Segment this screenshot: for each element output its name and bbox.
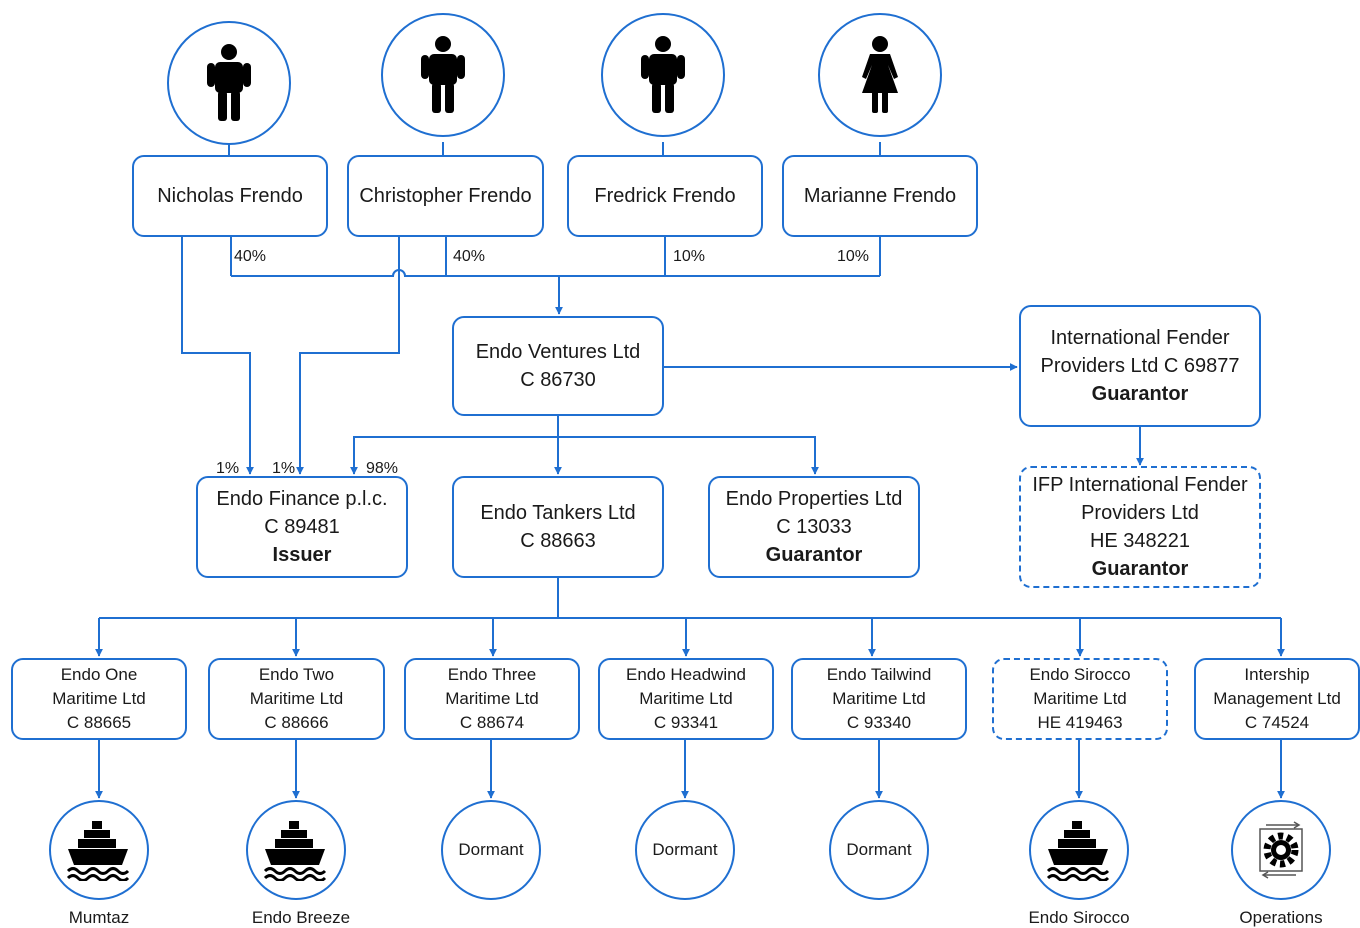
ship-icon <box>1046 821 1110 881</box>
asset-circle-operations <box>1231 800 1331 900</box>
asset-caption-operations: Operations <box>1239 908 1323 927</box>
company-name: Endo Three <box>447 665 537 684</box>
company-number: C 88663 <box>520 530 596 552</box>
company-number: C 93341 <box>653 713 719 732</box>
share-label-finance-christopher: 1% <box>272 460 296 477</box>
subsidiary-box-endo-two: Endo Two Maritime Ltd C 88666 <box>208 658 385 740</box>
company-name: Endo Finance p.l.c. <box>216 488 388 510</box>
share-label-christopher: 40% <box>453 248 486 265</box>
subsidiary-box-endo-headwind: Endo Headwind Maritime Ltd C 93341 <box>598 658 774 740</box>
shareholder-name: Christopher Frendo <box>359 184 532 207</box>
company-name: Endo Properties Ltd <box>725 488 903 510</box>
asset-circle-mumtaz <box>49 800 149 900</box>
share-label-nicholas: 40% <box>234 248 267 265</box>
role-badge: Issuer <box>272 544 332 566</box>
asset-circle-endo-sirocco <box>1029 800 1129 900</box>
company-number: C 88674 <box>459 713 525 732</box>
ship-icon <box>66 821 130 881</box>
company-number: C 74524 <box>1244 713 1310 732</box>
shareholder-box-fredrick: Fredrick Frendo <box>567 155 763 237</box>
company-name: Providers Ltd <box>1081 502 1199 524</box>
ifp-international-box: IFP International Fender Providers Ltd H… <box>1019 466 1261 588</box>
share-label-finance-nicholas: 1% <box>216 460 240 477</box>
company-name-number: Providers Ltd C 69877 <box>1040 355 1240 377</box>
shareholder-box-marianne: Marianne Frendo <box>782 155 978 237</box>
company-number: C 93340 <box>846 713 912 732</box>
company-name: Endo Ventures Ltd <box>475 341 641 363</box>
company-name: Endo Tailwind <box>826 665 932 684</box>
shareholder-box-nicholas: Nicholas Frendo <box>132 155 328 237</box>
role-badge: Guarantor <box>1091 383 1189 405</box>
subsidiary-box-endo-three: Endo Three Maritime Ltd C 88674 <box>404 658 580 740</box>
company-name: Maritime Ltd <box>832 689 926 708</box>
company-name: Maritime Ltd <box>249 689 344 708</box>
shareholder-name: Marianne Frendo <box>803 184 957 207</box>
endo-properties-box: Endo Properties Ltd C 13033 Guarantor <box>708 476 920 578</box>
company-name: Management Ltd <box>1213 689 1341 708</box>
person-avatar-marianne <box>818 13 942 137</box>
company-name: IFP International Fender <box>1032 474 1248 496</box>
endo-ventures-box: Endo Ventures Ltd C 86730 <box>452 316 664 416</box>
company-name: Intership <box>1244 665 1310 684</box>
company-number: C 86730 <box>520 369 596 391</box>
company-number: C 89481 <box>264 516 340 538</box>
company-name: Endo Two <box>258 665 335 684</box>
company-number: HE 348221 <box>1089 530 1191 552</box>
shareholder-box-christopher: Christopher Frendo <box>347 155 544 237</box>
asset-circle-dormant-tailwind: Dormant <box>829 800 929 900</box>
asset-circle-dormant-headwind: Dormant <box>635 800 735 900</box>
man-icon <box>641 36 685 113</box>
role-badge: Guarantor <box>765 544 863 566</box>
shareholder-name: Nicholas Frendo <box>157 184 303 207</box>
company-number: C 88666 <box>264 713 329 732</box>
company-number: C 88665 <box>66 713 132 732</box>
man-icon <box>207 44 251 121</box>
company-name: International Fender <box>1050 327 1230 349</box>
company-number: HE 419463 <box>1037 713 1123 732</box>
company-number: C 13033 <box>776 516 852 538</box>
woman-icon <box>862 36 898 113</box>
asset-circle-endo-breeze <box>246 800 346 900</box>
endo-finance-box: Endo Finance p.l.c. C 89481 Issuer <box>196 476 408 578</box>
asset-circle-dormant-three: Dormant <box>441 800 541 900</box>
company-name: Maritime Ltd <box>1033 689 1127 708</box>
subsidiary-box-endo-sirocco: Endo Sirocco Maritime Ltd HE 419463 <box>992 658 1168 740</box>
person-avatar-nicholas <box>167 21 291 145</box>
person-avatar-christopher <box>381 13 505 137</box>
asset-caption-endo-breeze: Endo Breeze <box>251 908 351 927</box>
asset-caption-mumtaz: Mumtaz <box>68 908 130 927</box>
dormant-label: Dormant <box>458 840 524 859</box>
subsidiary-box-endo-one: Endo One Maritime Ltd C 88665 <box>11 658 187 740</box>
man-icon <box>421 36 465 113</box>
company-name: Maritime Ltd <box>639 689 733 708</box>
asset-caption-endo-sirocco: Endo Sirocco <box>1028 908 1130 927</box>
company-name: Maritime Ltd <box>445 689 539 708</box>
company-name: Maritime Ltd <box>52 689 146 708</box>
company-name: Endo Tankers Ltd <box>480 502 636 524</box>
shareholder-name: Fredrick Frendo <box>594 184 736 207</box>
share-label-marianne: 10% <box>837 248 870 265</box>
ship-icon <box>263 821 327 881</box>
dormant-label: Dormant <box>846 840 912 859</box>
ifp-box: International Fender Providers Ltd C 698… <box>1019 305 1261 427</box>
company-name: Endo Sirocco <box>1029 665 1131 684</box>
endo-tankers-box: Endo Tankers Ltd C 88663 <box>452 476 664 578</box>
company-name: Endo Headwind <box>625 665 747 684</box>
dormant-label: Dormant <box>652 840 718 859</box>
operations-icon <box>1259 821 1303 879</box>
subsidiary-box-intership: Intership Management Ltd C 74524 <box>1194 658 1360 740</box>
role-badge: Guarantor <box>1091 558 1189 580</box>
company-name: Endo One <box>60 665 138 684</box>
subsidiary-box-endo-tailwind: Endo Tailwind Maritime Ltd C 93340 <box>791 658 967 740</box>
share-label-finance-ventures: 98% <box>366 460 399 477</box>
person-avatar-fredrick <box>601 13 725 137</box>
share-label-fredrick: 10% <box>673 248 706 265</box>
